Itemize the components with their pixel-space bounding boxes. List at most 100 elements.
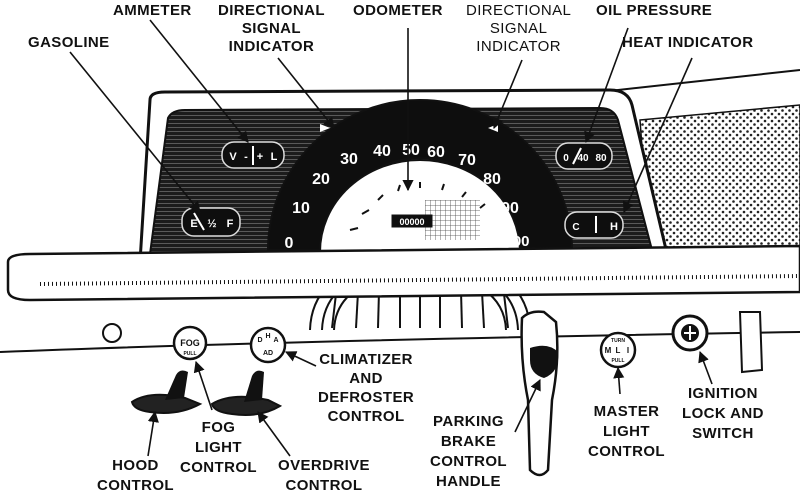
master-knob-l: L [616,346,621,355]
label-directional-right-line1: DIRECTIONAL [466,2,572,19]
speed-label-70: 70 [458,152,476,169]
climatizer-knob-a: A [273,337,278,344]
oil-face-0: 0 [563,153,569,164]
label-ignition: IGNITION LOCK AND SWITCH [682,384,764,444]
odometer-window [391,214,433,228]
label-climatizer-line4: CONTROL [327,408,405,425]
label-directional-left-line2: SIGNAL [241,20,301,37]
master-knob-pull: PULL [611,358,624,364]
heat-face-h: H [610,221,618,233]
ammeter-face-l: L [271,151,278,163]
speed-label-10: 10 [292,200,310,217]
odometer-tick-marks [349,182,486,231]
oil-face-40: 40 [577,153,589,164]
label-directional-left: DIRECTIONAL SIGNAL INDICATOR [218,2,325,56]
label-hood: HOOD CONTROL [97,456,174,496]
parking-brake-grip [530,345,559,378]
fog-light-knob[interactable] [172,325,208,361]
label-master: MASTER LIGHT CONTROL [588,402,665,462]
label-parking-line2: BRAKE [440,433,497,450]
label-ammeter: AMMETER [113,2,192,20]
overdrive-control-shaft [244,370,264,402]
leader-lines [69,19,713,457]
label-climatizer-line3: DEFROSTER [318,389,415,406]
fog-knob-text: FOG [180,338,200,348]
oil-pressure-gauge [555,142,613,170]
label-gasoline-text: GASOLINE [28,34,110,51]
label-climatizer-line2: AND [349,370,383,387]
label-directional-right-line2: SIGNAL [489,20,548,37]
climatizer-knob-h: H [265,333,270,340]
speed-label-40: 40 [373,143,391,160]
label-overdrive-line2: CONTROL [285,477,363,494]
heat-face-c: C [572,222,579,233]
label-odometer-text: ODOMETER [353,2,443,19]
label-parking-line1: PARKING [433,413,504,430]
ammeter-face-v: V [229,151,237,163]
ammeter-face-minus: - [244,151,248,163]
label-hood-line1: HOOD [112,457,159,474]
label-directional-right-line3: INDICATOR [476,38,561,55]
label-heat-indicator-text: HEAT INDICATOR [622,34,754,51]
label-master-line2: LIGHT [602,423,650,440]
speed-label-50: 50 [402,142,420,159]
hood-control-lever[interactable] [130,393,203,414]
speed-label-20: 20 [312,171,330,188]
gasoline-face-half: ½ [207,218,216,230]
oil-face-80: 80 [595,153,607,164]
odometer-grid [425,200,480,240]
label-ammeter-text: AMMETER [113,2,192,19]
label-gasoline: GASOLINE [28,34,110,52]
master-knob-m: M [605,346,612,355]
master-knob-i: I [627,346,629,355]
label-climatizer-line1: CLIMATIZER [319,351,413,368]
right-panel-edge [599,69,800,93]
dash-hole [102,323,122,343]
gasoline-gauge [181,207,241,237]
speed-label-90: 90 [501,200,519,217]
label-directional-right: DIRECTIONAL SIGNAL INDICATOR [466,2,571,56]
ammeter-face-plus: + [257,151,263,163]
oil-needle [572,147,582,165]
label-fog-line2: LIGHT [194,439,242,456]
label-directional-left-line3: INDICATOR [228,38,315,55]
heat-indicator-gauge [564,211,624,239]
label-master-line3: CONTROL [588,443,665,460]
speed-scale: 0 10 20 30 40 50 60 70 80 90 100 [285,142,530,252]
label-parking-line3: CONTROL [430,453,507,470]
gasoline-face-e: E [190,218,197,230]
label-oil-pressure-text: OIL PRESSURE [596,2,713,19]
label-overdrive: OVERDRIVE CONTROL [278,456,370,496]
label-heat-indicator: HEAT INDICATOR [622,34,753,52]
master-knob-turn: TURN [611,338,625,344]
label-hood-line2: CONTROL [97,477,174,494]
parking-brake-handle[interactable] [520,310,559,477]
label-parking-line4: HANDLE [436,473,501,490]
label-fog: FOG LIGHT CONTROL [180,418,257,478]
label-fog-line1: FOG [201,419,236,436]
ignition-bracket [738,311,764,374]
label-ignition-line2: LOCK AND [682,405,764,422]
label-master-line1: MASTER [593,403,660,420]
climatizer-knob-ad: AD [263,350,273,357]
speed-label-80: 80 [483,171,501,188]
climatizer-knob[interactable] [249,326,287,364]
label-directional-left-line1: DIRECTIONAL [218,2,325,19]
label-ignition-line1: IGNITION [687,385,758,402]
odometer-reading: 00000 [399,217,424,227]
speed-label-30: 30 [340,151,358,168]
gasoline-face-f: F [227,218,234,230]
speed-label-60: 60 [427,144,445,161]
speed-label-100: 100 [504,233,529,250]
label-ignition-line3: SWITCH [692,425,754,442]
label-fog-line3: CONTROL [180,459,257,476]
dash-chrome-ribs [39,274,800,286]
label-oil-pressure: OIL PRESSURE [596,2,712,20]
speed-label-0: 0 [285,235,294,252]
dash-chrome-strip [6,244,800,302]
climatizer-knob-d: D [257,337,262,344]
label-odometer: ODOMETER [353,2,443,20]
fog-knob-pull: PULL [183,351,196,357]
